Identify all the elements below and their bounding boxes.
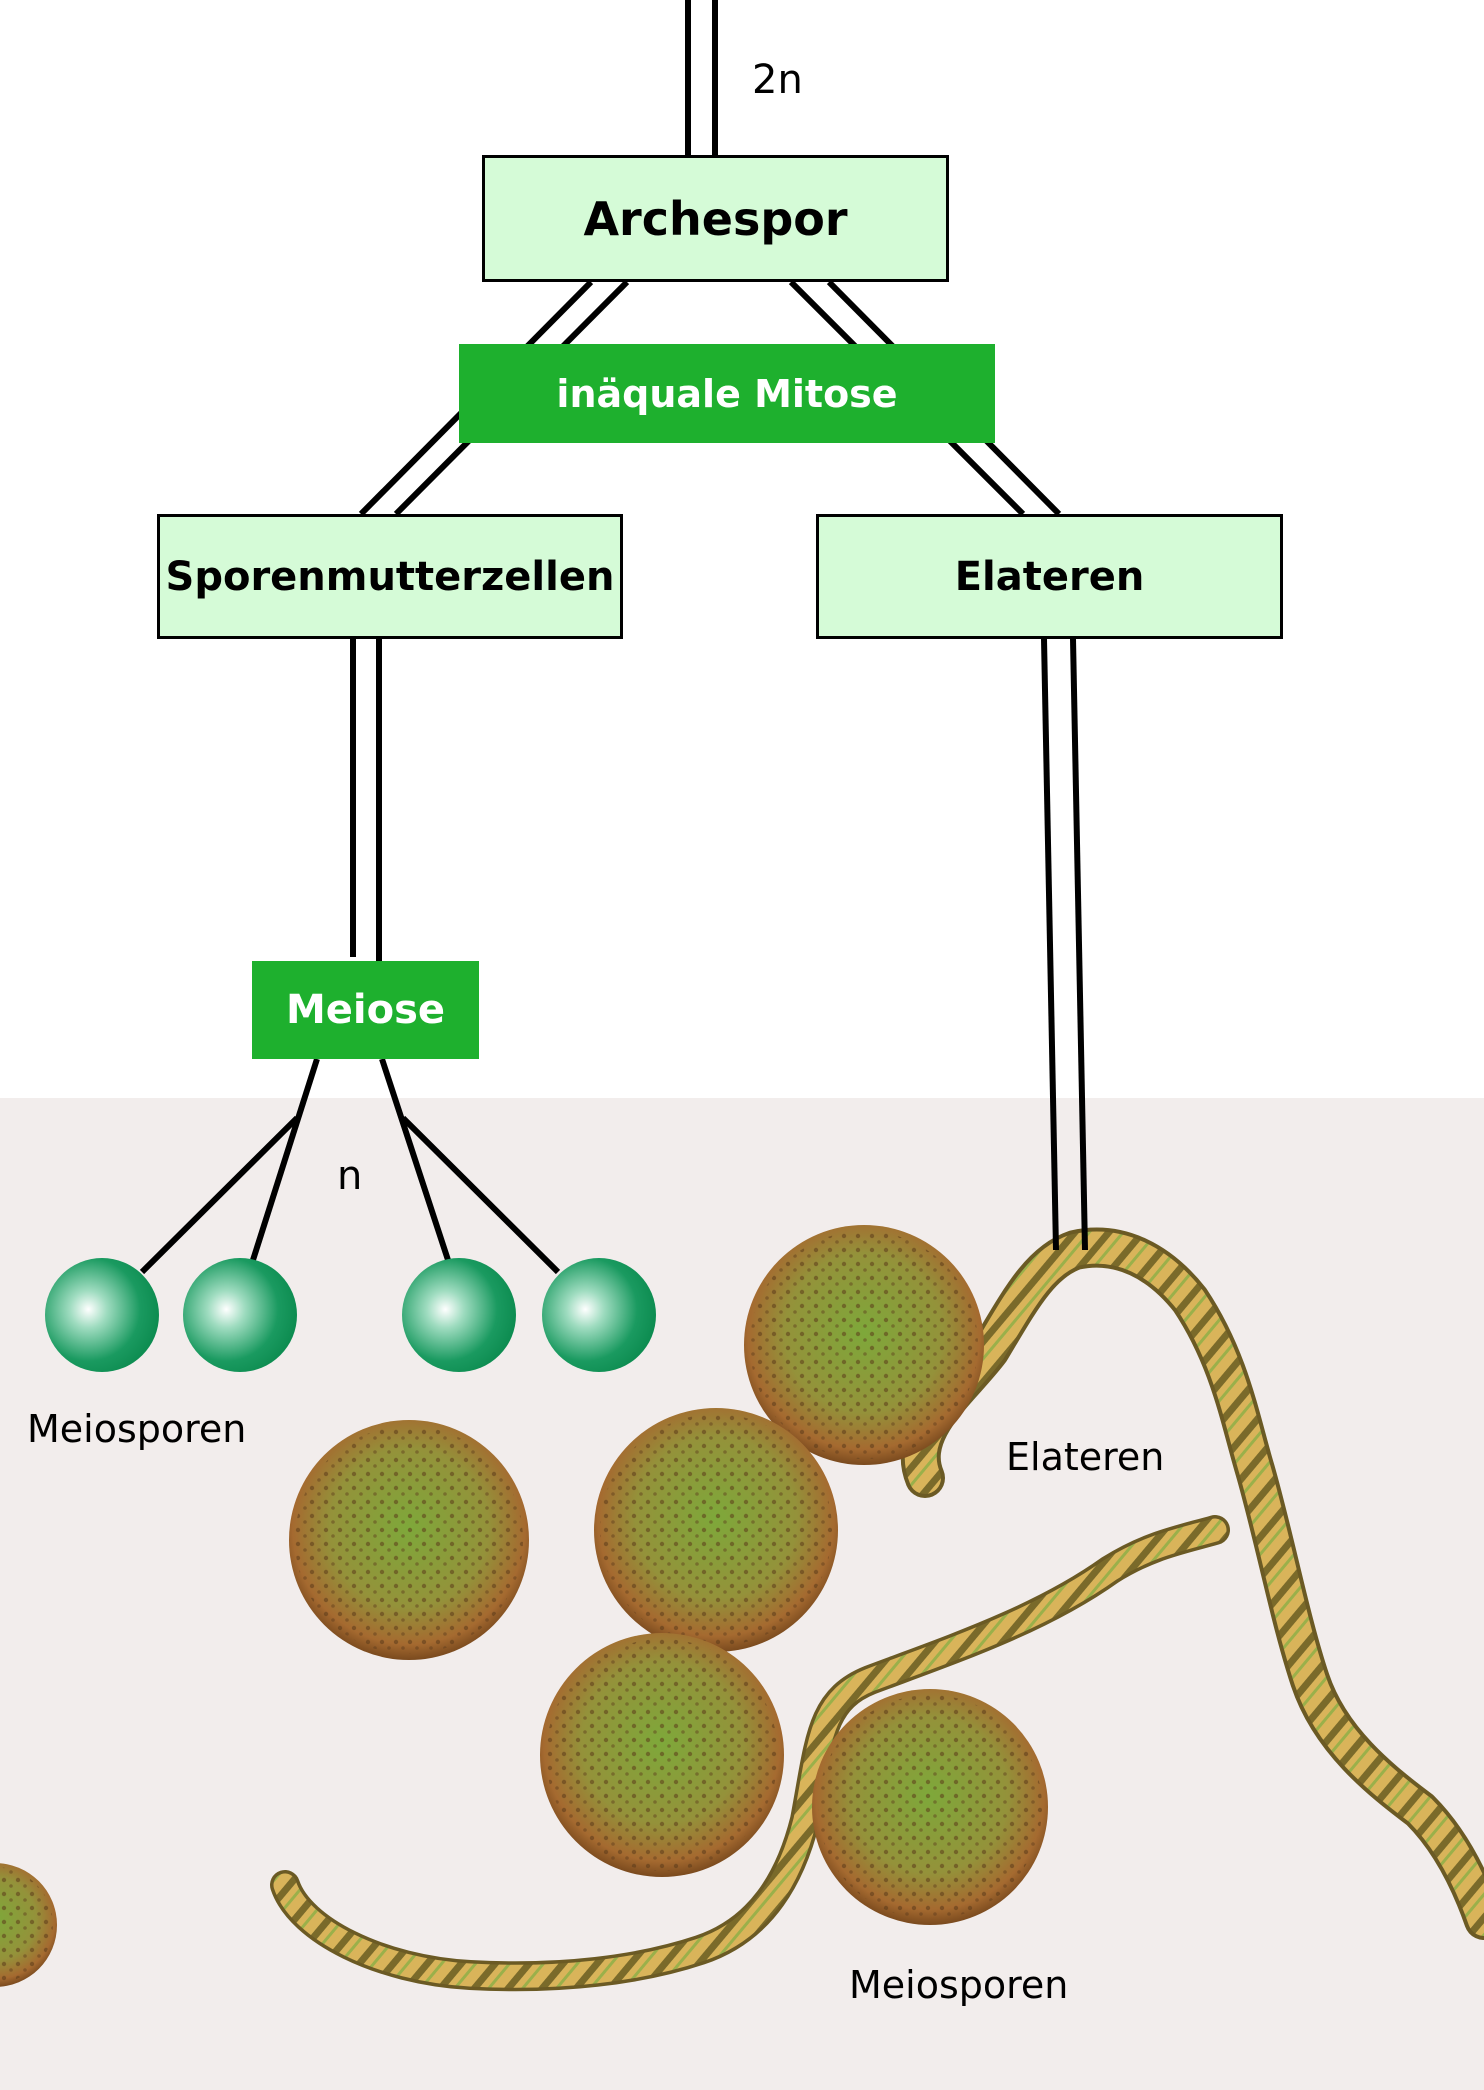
spore-photo <box>594 1408 838 1652</box>
spore-photo <box>289 1420 529 1660</box>
spore-mother-cells-box: Sporenmutterzellen <box>157 514 623 639</box>
connector-elaters-photo-a <box>1041 638 1059 1251</box>
meiospore-sphere <box>45 1258 159 1372</box>
mitosis-box: inäquale Mitose <box>459 344 995 443</box>
connector-meiospore-2 <box>250 1058 320 1261</box>
meiospore-sphere <box>183 1258 297 1372</box>
elaters-label: Elateren <box>954 553 1145 600</box>
spore-photo <box>744 1225 984 1465</box>
elater-photo-lower <box>270 1515 1230 1992</box>
meiospore-sphere <box>402 1258 516 1372</box>
meiosis-box: Meiose <box>252 961 479 1059</box>
ploidy-n-label: n <box>337 1153 363 1199</box>
connector-elaters-photo-b <box>1070 638 1088 1251</box>
ploidy-2n-label: 2n <box>752 57 803 103</box>
spore-photo <box>540 1633 784 1877</box>
connector-meiospore-3 <box>379 1058 451 1261</box>
spore-mother-cells-label: Sporenmutterzellen <box>165 553 615 600</box>
connector-meiospore-1 <box>139 1115 300 1275</box>
elaters-box: Elateren <box>816 514 1283 639</box>
connector-meiospore-4 <box>400 1115 561 1275</box>
archespor-box: Archespor <box>482 155 949 282</box>
archespor-label: Archespor <box>583 191 848 246</box>
mitosis-label: inäquale Mitose <box>556 371 898 416</box>
spore-photo <box>812 1689 1048 1925</box>
elaters-photo-label: Elateren <box>1006 1435 1165 1479</box>
meiosis-label: Meiose <box>285 987 446 1033</box>
elater-photo-upper <box>900 1227 1484 1940</box>
spore-photo-partial <box>0 1863 57 1987</box>
meiospores-photo-label: Meiosporen <box>849 1963 1069 2007</box>
meiospores-schematic-label: Meiosporen <box>27 1407 247 1451</box>
meiospore-sphere <box>542 1258 656 1372</box>
